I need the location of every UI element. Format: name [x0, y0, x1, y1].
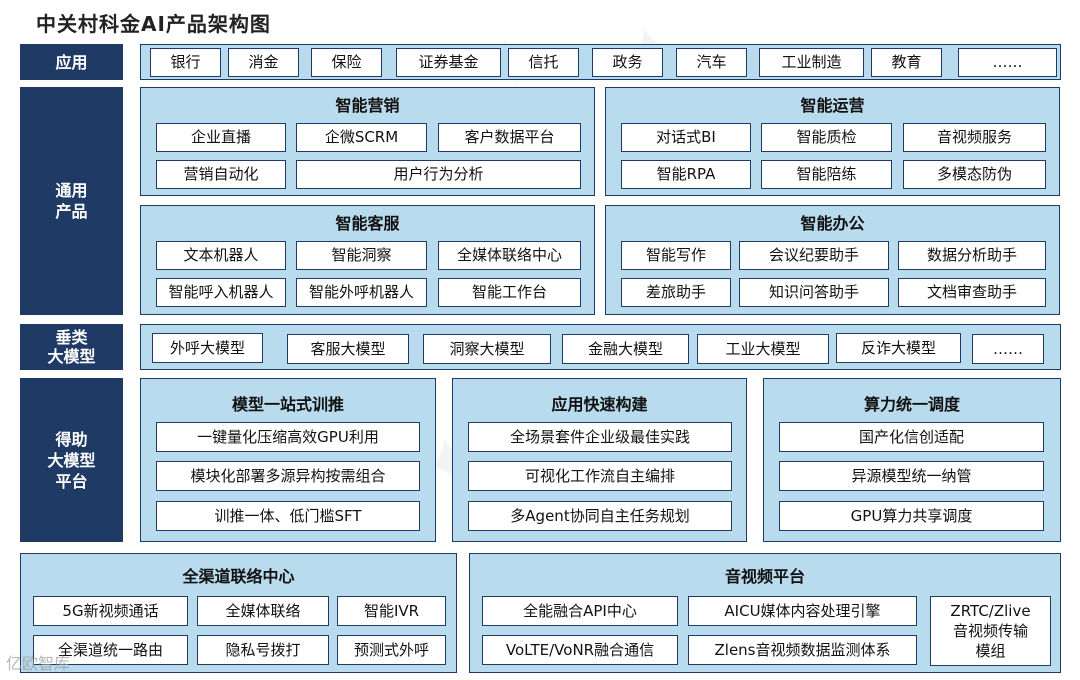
product-item: 用户行为分析 — [296, 160, 581, 189]
group-title: 智能运营 — [800, 96, 865, 115]
row-label-vertical-models: 垂类 大模型 — [20, 324, 123, 370]
product-item: 音视频服务 — [903, 123, 1046, 152]
product-item: 营销自动化 — [156, 160, 286, 189]
row-label-platform: 得助 大模型 平台 — [20, 378, 123, 542]
product-item: 企业直播 — [156, 123, 286, 152]
row-label-app: 应用 — [20, 44, 123, 80]
group-smart-marketing: 智能营销 企业直播 企微SCRM 客户数据平台 营销自动化 用户行为分析 — [140, 87, 595, 196]
contact-item: 全渠道统一路由 — [33, 635, 188, 665]
panel-contact-center: 全渠道联络中心 5G新视频通话 全媒体联络 智能IVR 全渠道统一路由 隐私号拨… — [20, 553, 457, 673]
contact-item: 智能IVR — [337, 596, 446, 626]
platform-col-training: 模型一站式训推 一键量化压缩高效GPU利用 模块化部署多源异构按需组合 训推一体… — [140, 378, 436, 542]
model-item: 反诈大模型 — [836, 333, 961, 363]
app-row-panel: 银行 消金 保险 证券基金 信托 政务 汽车 工业制造 教育 …… — [140, 44, 1061, 80]
platform-col-title: 应用快速构建 — [551, 395, 648, 414]
app-item: 教育 — [871, 48, 942, 77]
platform-col-title: 算力统一调度 — [863, 395, 960, 414]
model-item: 外呼大模型 — [152, 333, 263, 363]
platform-item: 一键量化压缩高效GPU利用 — [156, 422, 420, 452]
group-title: 智能客服 — [335, 214, 400, 233]
row-label-general: 通用 产品 — [20, 87, 123, 315]
panel-title: 全渠道联络中心 — [182, 567, 295, 586]
page-title: 中关村科金AI产品架构图 — [36, 12, 271, 36]
platform-item: 异源模型统一纳管 — [779, 461, 1044, 491]
contact-item: 预测式外呼 — [337, 635, 446, 665]
app-item: 汽车 — [676, 48, 747, 77]
model-item: 工业大模型 — [697, 334, 829, 364]
panel-title: 音视频平台 — [724, 567, 805, 586]
av-item: Zlens音视频数据监测体系 — [688, 635, 917, 665]
vertical-models-panel: 外呼大模型 客服大模型 洞察大模型 金融大模型 工业大模型 反诈大模型 …… — [140, 324, 1061, 370]
model-item: …… — [972, 334, 1044, 364]
app-item: …… — [958, 48, 1057, 77]
av-item: VoLTE/VoNR融合通信 — [482, 635, 678, 665]
product-item: 知识问答助手 — [739, 278, 889, 307]
product-item: 智能工作台 — [438, 278, 581, 307]
product-item: 智能陪练 — [761, 160, 892, 189]
product-item: 智能写作 — [621, 241, 731, 270]
product-item: 文档审查助手 — [898, 278, 1046, 307]
platform-item: 训推一体、低门槛SFT — [156, 501, 420, 531]
platform-item: 可视化工作流自主编排 — [468, 461, 732, 491]
product-item: 全媒体联络中心 — [438, 241, 581, 270]
panel-av-platform: 音视频平台 全能融合API中心 AICU媒体内容处理引擎 ZRTC/Zlive … — [469, 553, 1061, 673]
platform-item: GPU算力共享调度 — [779, 501, 1044, 531]
app-item: 保险 — [311, 48, 382, 77]
platform-col-title: 模型一站式训推 — [231, 395, 344, 414]
group-smart-service: 智能客服 文本机器人 智能洞察 全媒体联络中心 智能呼入机器人 智能外呼机器人 … — [140, 205, 595, 315]
contact-item: 隐私号拨打 — [197, 635, 329, 665]
av-item: ZRTC/Zlive 音视频传输 模组 — [930, 596, 1051, 666]
general-products-area: 智能营销 企业直播 企微SCRM 客户数据平台 营销自动化 用户行为分析 智能运… — [140, 87, 1061, 315]
app-item: 消金 — [228, 48, 299, 77]
platform-item: 国产化信创适配 — [779, 422, 1044, 452]
group-title: 智能营销 — [335, 96, 400, 115]
model-item: 客服大模型 — [287, 334, 409, 364]
app-item: 证券基金 — [396, 48, 501, 77]
contact-item: 5G新视频通话 — [33, 596, 188, 626]
platform-col-app-building: 应用快速构建 全场景套件企业级最佳实践 可视化工作流自主编排 多Agent协同自… — [452, 378, 747, 542]
product-item: 数据分析助手 — [898, 241, 1046, 270]
product-item: 对话式BI — [621, 123, 751, 152]
app-item: 政务 — [592, 48, 663, 77]
platform-col-compute: 算力统一调度 国产化信创适配 异源模型统一纳管 GPU算力共享调度 — [763, 378, 1061, 542]
watermark-text: 亿欧智库 — [6, 654, 71, 673]
av-item: 全能融合API中心 — [482, 596, 678, 626]
group-smart-operations: 智能运营 对话式BI 智能质检 音视频服务 智能RPA 智能陪练 多模态防伪 — [605, 87, 1060, 196]
product-item: 差旅助手 — [621, 278, 731, 307]
product-item: 文本机器人 — [156, 241, 286, 270]
app-item: 工业制造 — [759, 48, 864, 77]
platform-item: 全场景套件企业级最佳实践 — [468, 422, 732, 452]
group-smart-office: 智能办公 智能写作 会议纪要助手 数据分析助手 差旅助手 知识问答助手 文档审查… — [605, 205, 1060, 315]
product-item: 智能RPA — [621, 160, 751, 189]
app-item: 信托 — [508, 48, 579, 77]
product-item: 智能呼入机器人 — [156, 278, 286, 307]
model-item: 金融大模型 — [562, 334, 689, 364]
product-item: 智能质检 — [761, 123, 892, 152]
contact-item: 全媒体联络 — [197, 596, 329, 626]
product-item: 多模态防伪 — [903, 160, 1046, 189]
group-title: 智能办公 — [800, 214, 865, 233]
av-item: AICU媒体内容处理引擎 — [688, 596, 917, 626]
product-item: 智能外呼机器人 — [296, 278, 427, 307]
product-item: 客户数据平台 — [438, 123, 581, 152]
product-item: 会议纪要助手 — [739, 241, 889, 270]
product-item: 企微SCRM — [296, 123, 427, 152]
platform-item: 模块化部署多源异构按需组合 — [156, 461, 420, 491]
app-item: 银行 — [150, 48, 221, 77]
platform-item: 多Agent协同自主任务规划 — [468, 501, 732, 531]
model-item: 洞察大模型 — [423, 334, 551, 364]
product-item: 智能洞察 — [296, 241, 427, 270]
